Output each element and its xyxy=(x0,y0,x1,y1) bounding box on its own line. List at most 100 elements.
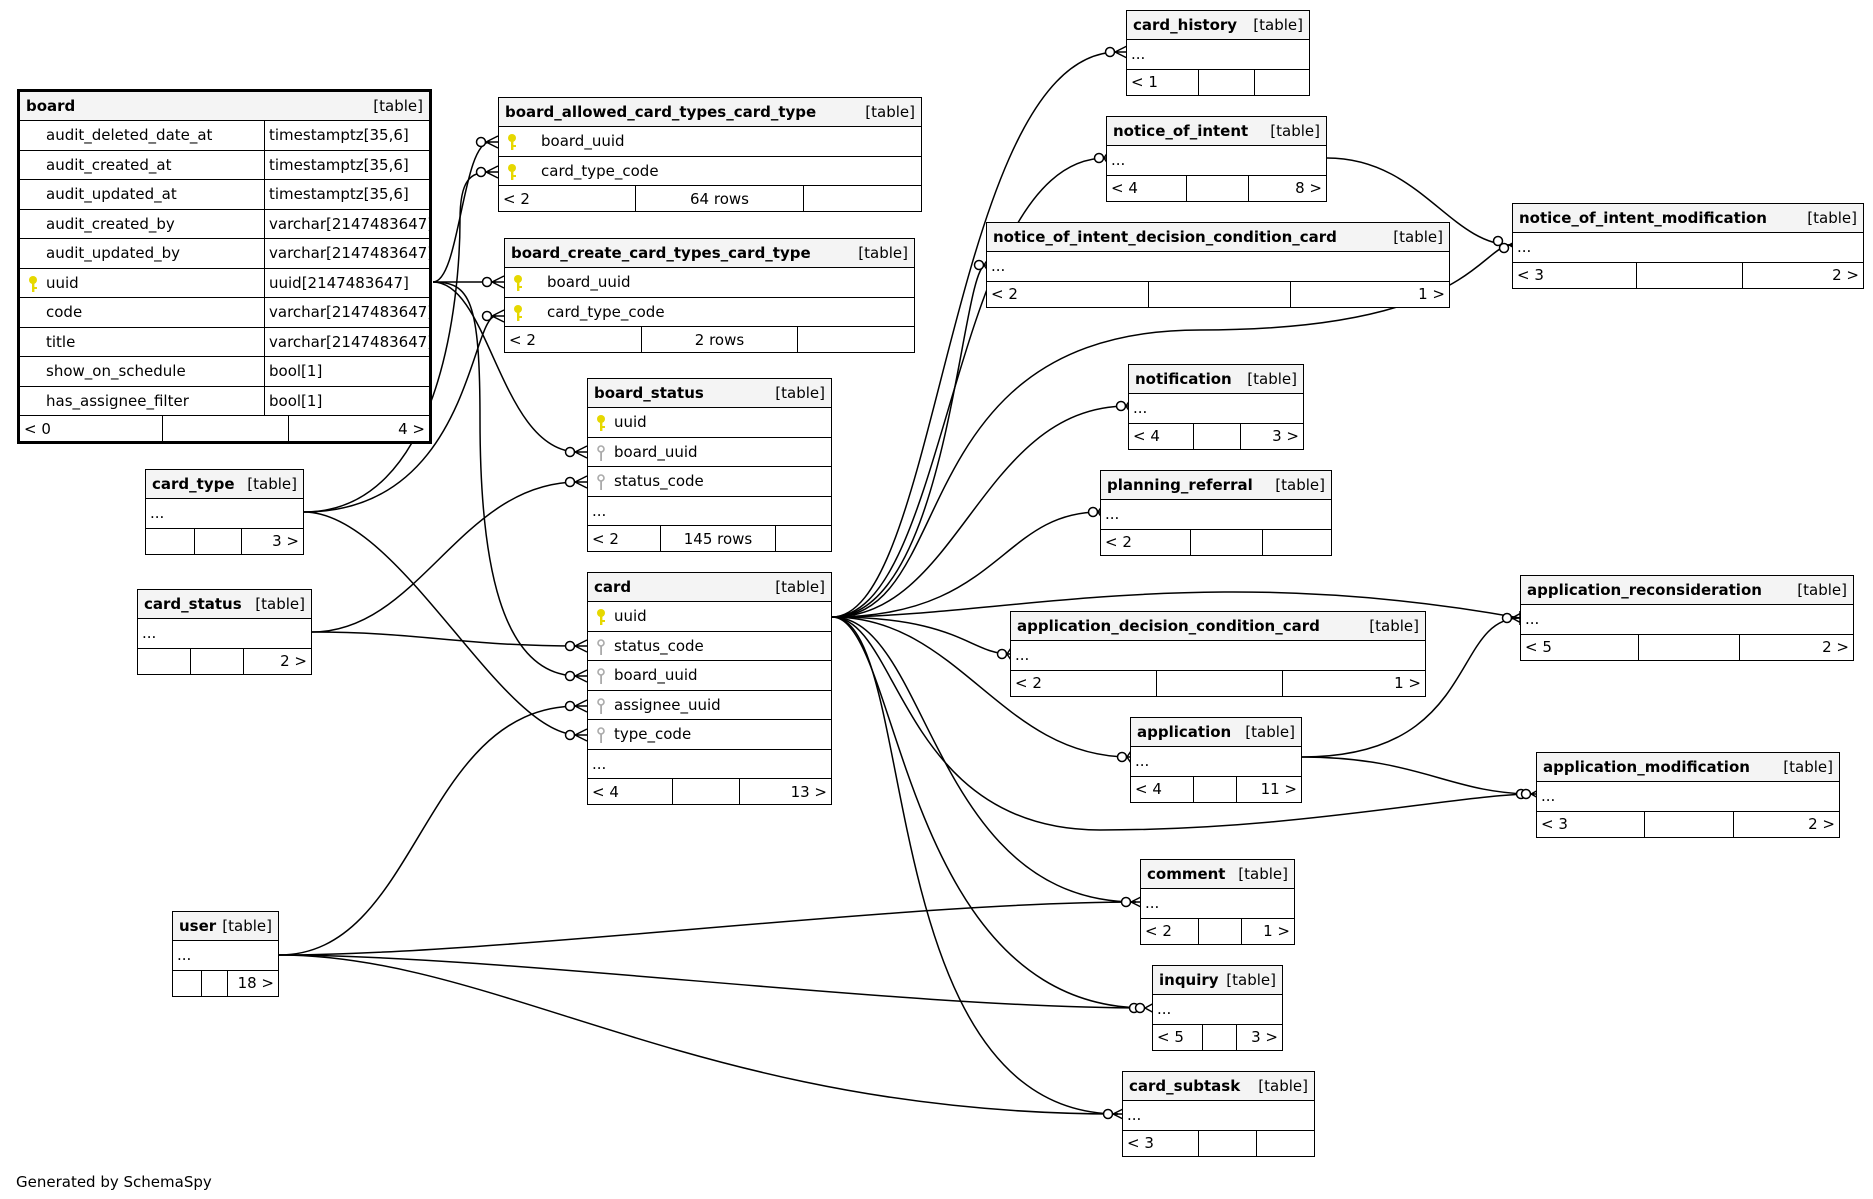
footer-children[interactable]: 2 > xyxy=(1733,811,1839,837)
table-footer: < 2 1 > xyxy=(1011,670,1425,696)
footer-parents[interactable]: < 4 xyxy=(1135,780,1162,798)
footer-parents[interactable]: < 5 xyxy=(1525,638,1552,656)
table-card-type[interactable]: card_type[table] ... 3 > xyxy=(145,469,304,555)
footer-parents[interactable]: < 2 xyxy=(1145,922,1172,940)
footer-parents[interactable]: < 3 xyxy=(1541,815,1568,833)
table-footer: < 2 1 > xyxy=(987,281,1449,307)
column-name: audit_deleted_date_at xyxy=(46,126,213,145)
footer-children[interactable] xyxy=(1254,69,1309,95)
footer-children[interactable]: 11 > xyxy=(1236,776,1301,802)
table-card-subtask[interactable]: card_subtask[table] ... < 3 xyxy=(1122,1071,1315,1157)
footer-parents[interactable]: < 2 xyxy=(503,189,530,208)
table-board-create-card-types-card-type[interactable]: board_create_card_types_card_type[table]… xyxy=(504,238,915,353)
more-columns: ... xyxy=(1131,45,1146,64)
footer-children[interactable]: 1 > xyxy=(1282,670,1425,696)
footer-rows xyxy=(201,970,227,996)
table-card[interactable]: card[table] uuid status_code board_uuid … xyxy=(587,572,832,805)
more-columns: ... xyxy=(1517,238,1532,257)
footer-children[interactable] xyxy=(803,186,921,211)
footer-parents[interactable]: < 5 xyxy=(1157,1028,1184,1046)
table-footer: 2 > xyxy=(138,648,311,674)
table-header: notice_of_intent_decision_condition_card… xyxy=(987,223,1449,252)
edge-card-comment xyxy=(831,616,1137,903)
table-card-status[interactable]: card_status[table] ... 2 > xyxy=(137,589,312,675)
footer-parents[interactable]: < 2 xyxy=(592,529,619,548)
table-header: card_status[table] xyxy=(138,590,311,619)
footer-children[interactable]: 18 > xyxy=(227,970,278,996)
table-header: board_create_card_types_card_type[table] xyxy=(505,239,914,268)
table-footer: < 3 xyxy=(1123,1130,1314,1156)
footer-parents[interactable]: < 3 xyxy=(1127,1134,1154,1152)
column-type: uuid[2147483647] xyxy=(264,268,429,297)
column-row: ... xyxy=(138,619,311,649)
table-header: card_type[table] xyxy=(146,470,303,499)
footer-parents[interactable]: < 2 xyxy=(1105,533,1132,551)
table-name: application_decision_condition_card xyxy=(1017,617,1320,635)
column-name: board_uuid xyxy=(547,273,631,292)
footer-children[interactable] xyxy=(797,327,914,352)
edge-card-card-subtask xyxy=(831,616,1119,1115)
footer-children[interactable]: 2 > xyxy=(1742,262,1863,288)
table-footer: < 1 xyxy=(1127,69,1309,95)
footer-rows xyxy=(1198,1130,1256,1156)
footer-parents[interactable]: < 4 xyxy=(592,782,619,801)
table-board-status[interactable]: board_status[table] uuid board_uuid stat… xyxy=(587,378,832,552)
footer-rows xyxy=(1202,1024,1236,1050)
footer-children[interactable] xyxy=(1256,1130,1314,1156)
table-notice-of-intent[interactable]: notice_of_intent[table] ... < 4 8 > xyxy=(1106,116,1327,202)
footer-children[interactable]: 8 > xyxy=(1248,175,1326,201)
column-row: status_code xyxy=(588,632,831,661)
table-application[interactable]: application[table] ... < 4 11 > xyxy=(1130,717,1302,803)
table-name: user xyxy=(179,917,217,935)
footer-children[interactable]: 3 > xyxy=(241,528,303,554)
table-name: board_create_card_types_card_type xyxy=(511,244,811,262)
footer-children[interactable]: 1 > xyxy=(1241,918,1294,944)
footer-children[interactable]: 2 > xyxy=(243,648,311,674)
footer-parents[interactable] xyxy=(138,649,190,674)
footer-parents[interactable]: < 2 xyxy=(991,285,1018,303)
footer-children[interactable]: 3 > xyxy=(1240,423,1303,449)
table-notice-of-intent-decision-condition-card[interactable]: notice_of_intent_decision_condition_card… xyxy=(986,222,1450,308)
table-inquiry[interactable]: inquiry[table] ... < 5 3 > xyxy=(1152,965,1283,1051)
column-row: ... xyxy=(1129,394,1303,424)
table-application-modification[interactable]: application_modification[table] ... < 3 … xyxy=(1536,752,1840,838)
table-application-reconsideration[interactable]: application_reconsideration[table] ... <… xyxy=(1520,575,1854,661)
edge-application-reconsideration xyxy=(1301,617,1521,758)
footer-parents[interactable]: < 3 xyxy=(1517,266,1544,284)
footer-parents[interactable]: < 1 xyxy=(1131,73,1158,91)
footer-children[interactable]: 4 > xyxy=(288,416,429,441)
footer-children[interactable]: 13 > xyxy=(739,779,831,804)
column-type: varchar[2147483647] xyxy=(264,209,433,238)
table-name: notice_of_intent_decision_condition_card xyxy=(993,228,1337,246)
table-board-allowed-card-types-card-type[interactable]: board_allowed_card_types_card_type[table… xyxy=(498,97,922,212)
table-planning-referral[interactable]: planning_referral[table] ... < 2 xyxy=(1100,470,1332,556)
footer-parents[interactable] xyxy=(146,529,194,554)
table-card-history[interactable]: card_history[table] ... < 1 xyxy=(1126,10,1310,96)
footer-parents[interactable] xyxy=(173,971,201,996)
table-notification[interactable]: notification[table] ... < 4 3 > xyxy=(1128,364,1304,450)
footer-rows xyxy=(1198,918,1241,944)
footer-parents[interactable]: < 2 xyxy=(1015,674,1042,692)
footer-children[interactable]: 1 > xyxy=(1290,281,1449,307)
footer-parents[interactable]: < 2 xyxy=(509,330,536,349)
more-columns: ... xyxy=(1525,610,1540,629)
footer-children[interactable]: 2 > xyxy=(1739,634,1853,660)
footer-children[interactable] xyxy=(775,526,831,551)
footer-children[interactable]: 3 > xyxy=(1236,1024,1282,1050)
table-user[interactable]: user[table] ... 18 > xyxy=(172,911,279,997)
table-notice-of-intent-modification[interactable]: notice_of_intent_modification[table] ...… xyxy=(1512,203,1864,289)
footer-children[interactable] xyxy=(1262,529,1331,555)
column-name: audit_updated_by xyxy=(46,244,181,263)
table-name: board xyxy=(26,97,76,115)
table-kind: [table] xyxy=(865,103,915,121)
column-name: card_type_code xyxy=(541,161,659,180)
footer-parents[interactable]: < 0 xyxy=(24,419,51,438)
table-comment[interactable]: comment[table] ... < 2 1 > xyxy=(1140,859,1295,945)
footer-parents[interactable]: < 4 xyxy=(1111,179,1138,197)
footer-parents[interactable]: < 4 xyxy=(1133,427,1160,445)
table-name: card xyxy=(594,578,632,596)
table-application-decision-condition-card[interactable]: application_decision_condition_card[tabl… xyxy=(1010,611,1426,697)
table-header: application[table] xyxy=(1131,718,1301,747)
